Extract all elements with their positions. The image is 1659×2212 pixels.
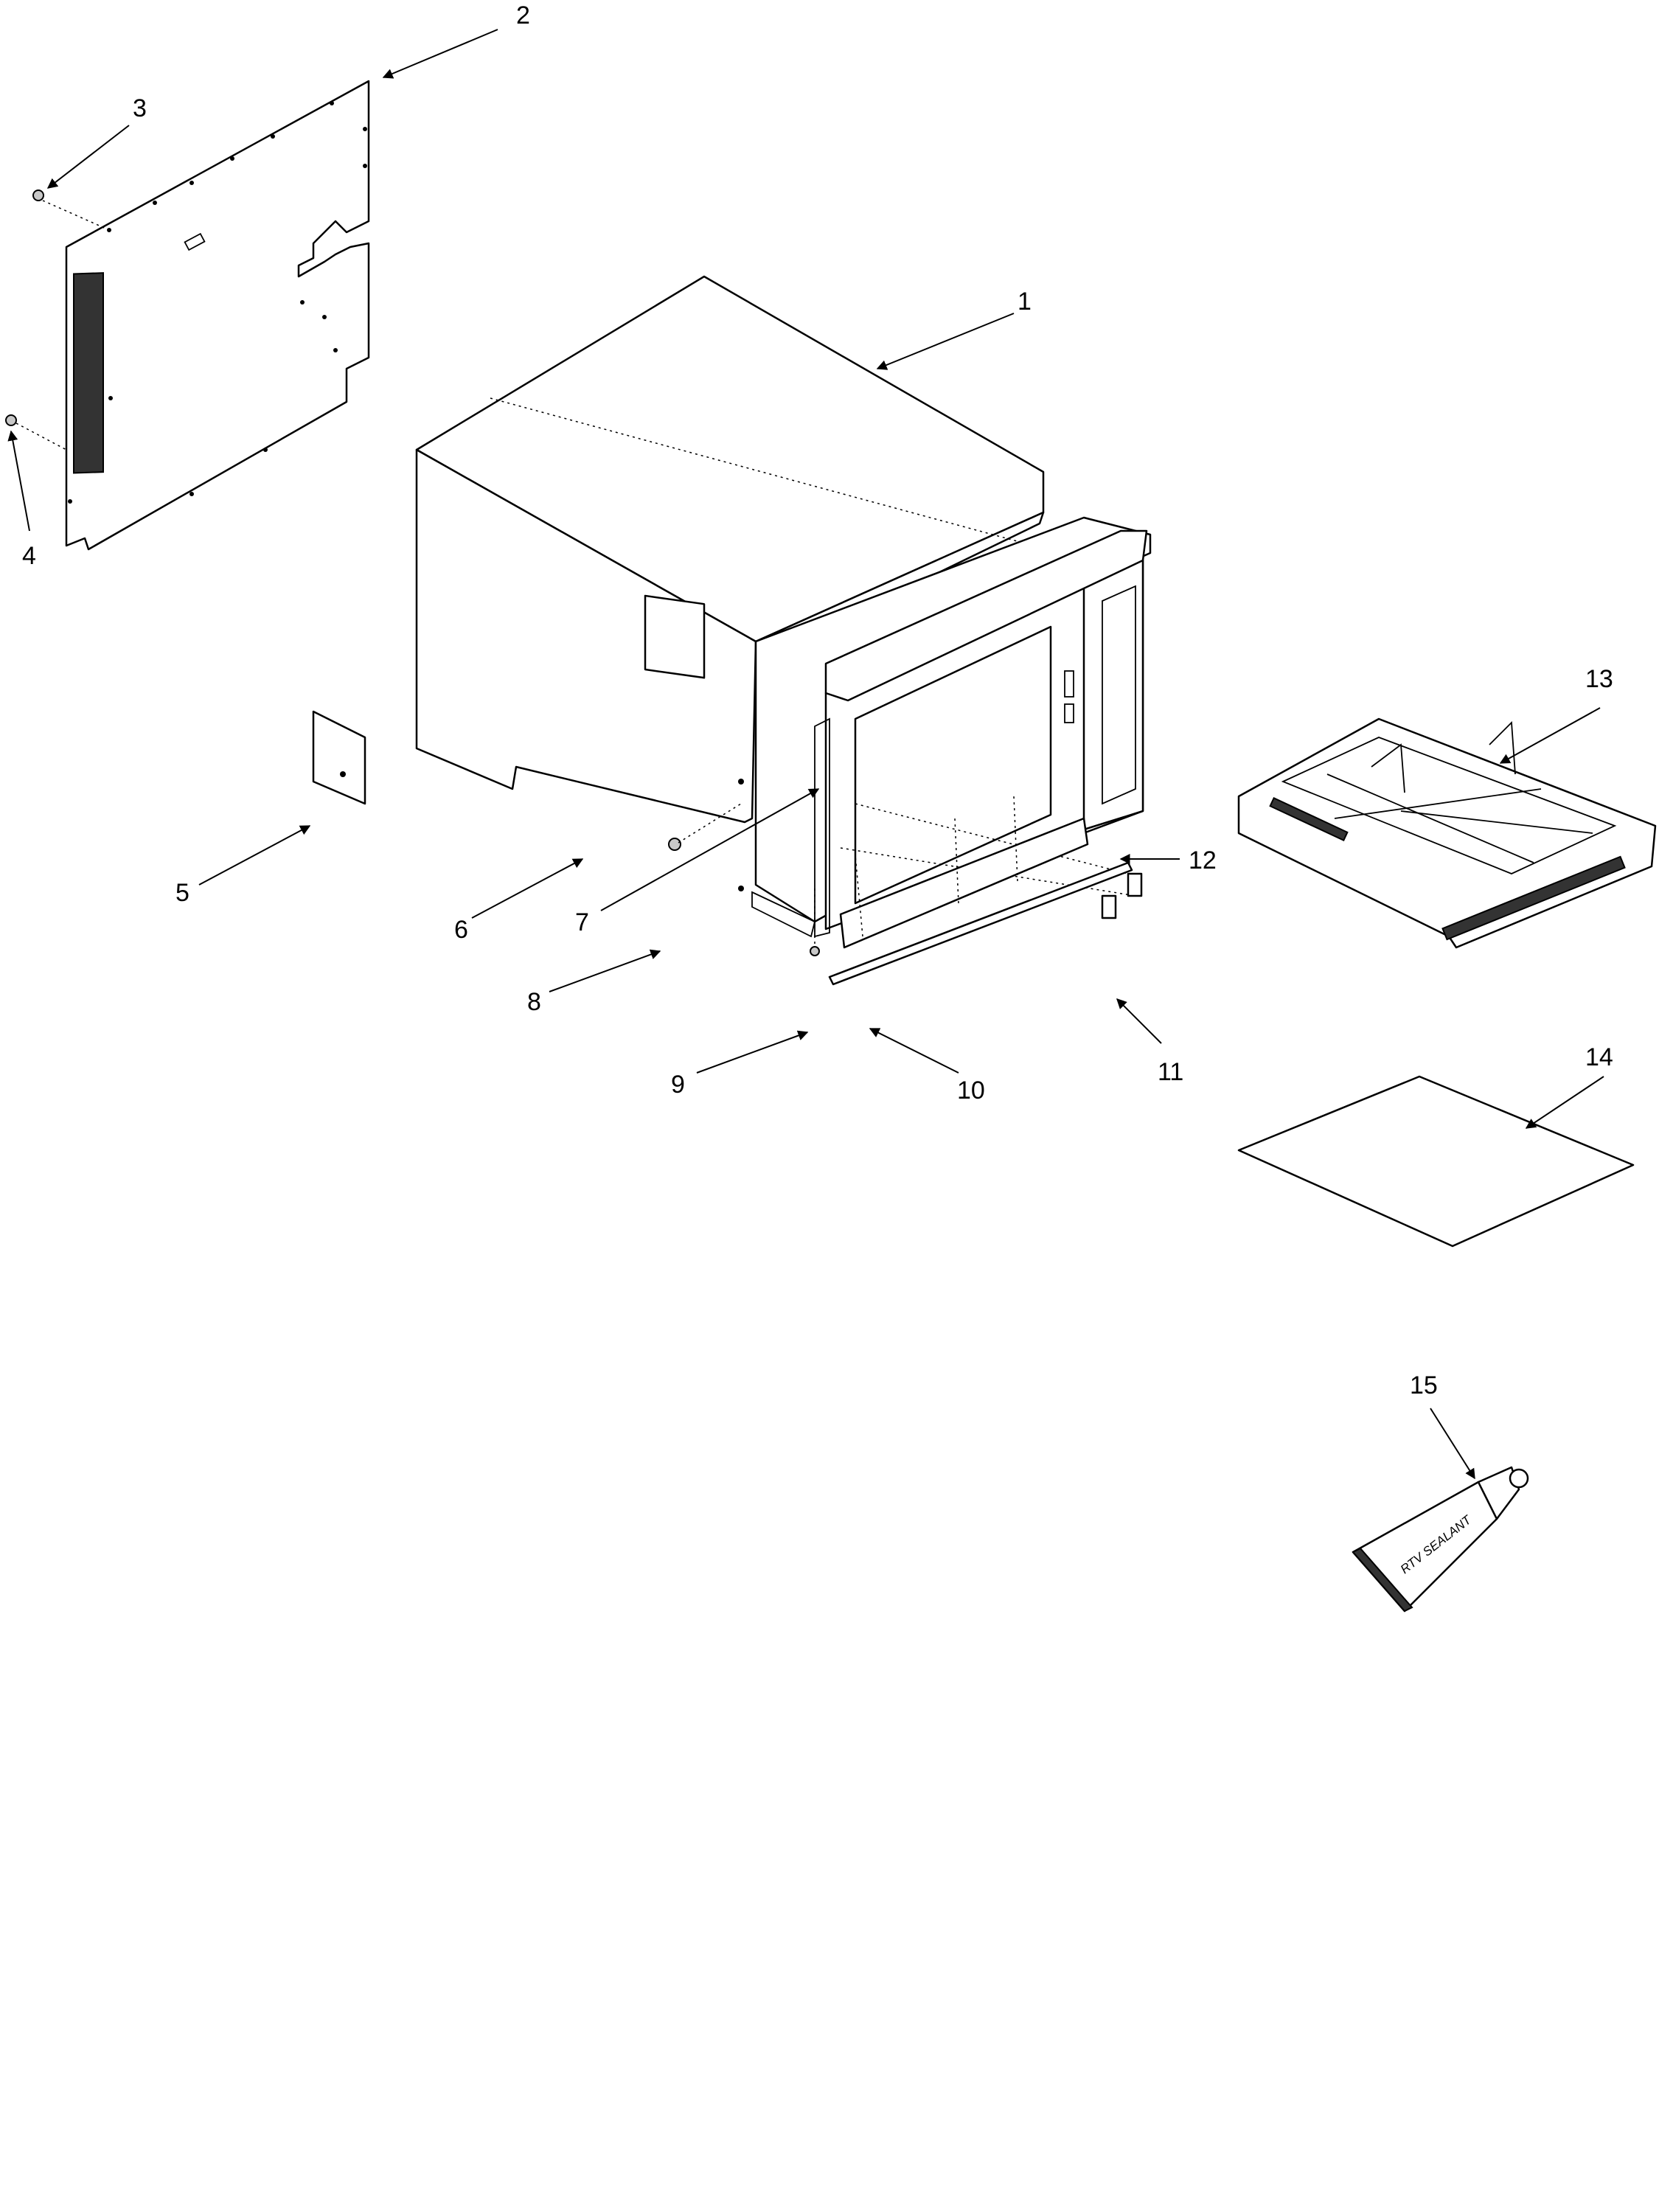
callout-1: 1 [1018,288,1032,316]
back-panel-label-plate [184,232,206,251]
screw-4 [5,414,67,451]
callout-14: 14 [1585,1043,1613,1071]
callout-9: 9 [671,1071,685,1099]
callout-11: 11 [1158,1058,1183,1086]
callout-7: 7 [575,908,589,936]
callout-3: 3 [133,94,147,122]
back-panel-vent-grille [73,272,104,474]
outer-cabinet [415,275,1048,891]
callout-labels: 1 2 3 4 5 6 7 8 9 10 11 12 13 14 15 [22,1,1613,1399]
callout-12: 12 [1189,846,1217,874]
callout-5: 5 [175,879,189,907]
callout-8: 8 [527,988,541,1016]
screw-3 [32,189,110,231]
callout-4: 4 [22,542,36,570]
cabinet-window-cutout [644,594,706,679]
callout-2: 2 [516,1,530,29]
rtv-sealant-tube: RTV SEALANT [1352,1466,1529,1613]
back-panel [65,80,370,551]
rubber-feet [1101,872,1143,919]
front-trim-strip [828,796,1133,986]
drip-tray [1237,717,1657,949]
callout-10: 10 [957,1077,985,1105]
callout-15: 15 [1410,1371,1438,1399]
screw-9 [810,885,820,956]
callout-13: 13 [1585,665,1613,693]
drip-tray-grille [1441,855,1626,941]
screw-8 [668,803,742,851]
back-panel-holes [68,101,367,504]
leader-lines [7,29,1604,1480]
callout-6: 6 [454,916,468,944]
small-access-cover [312,710,366,805]
flat-sheet [1237,1075,1635,1248]
